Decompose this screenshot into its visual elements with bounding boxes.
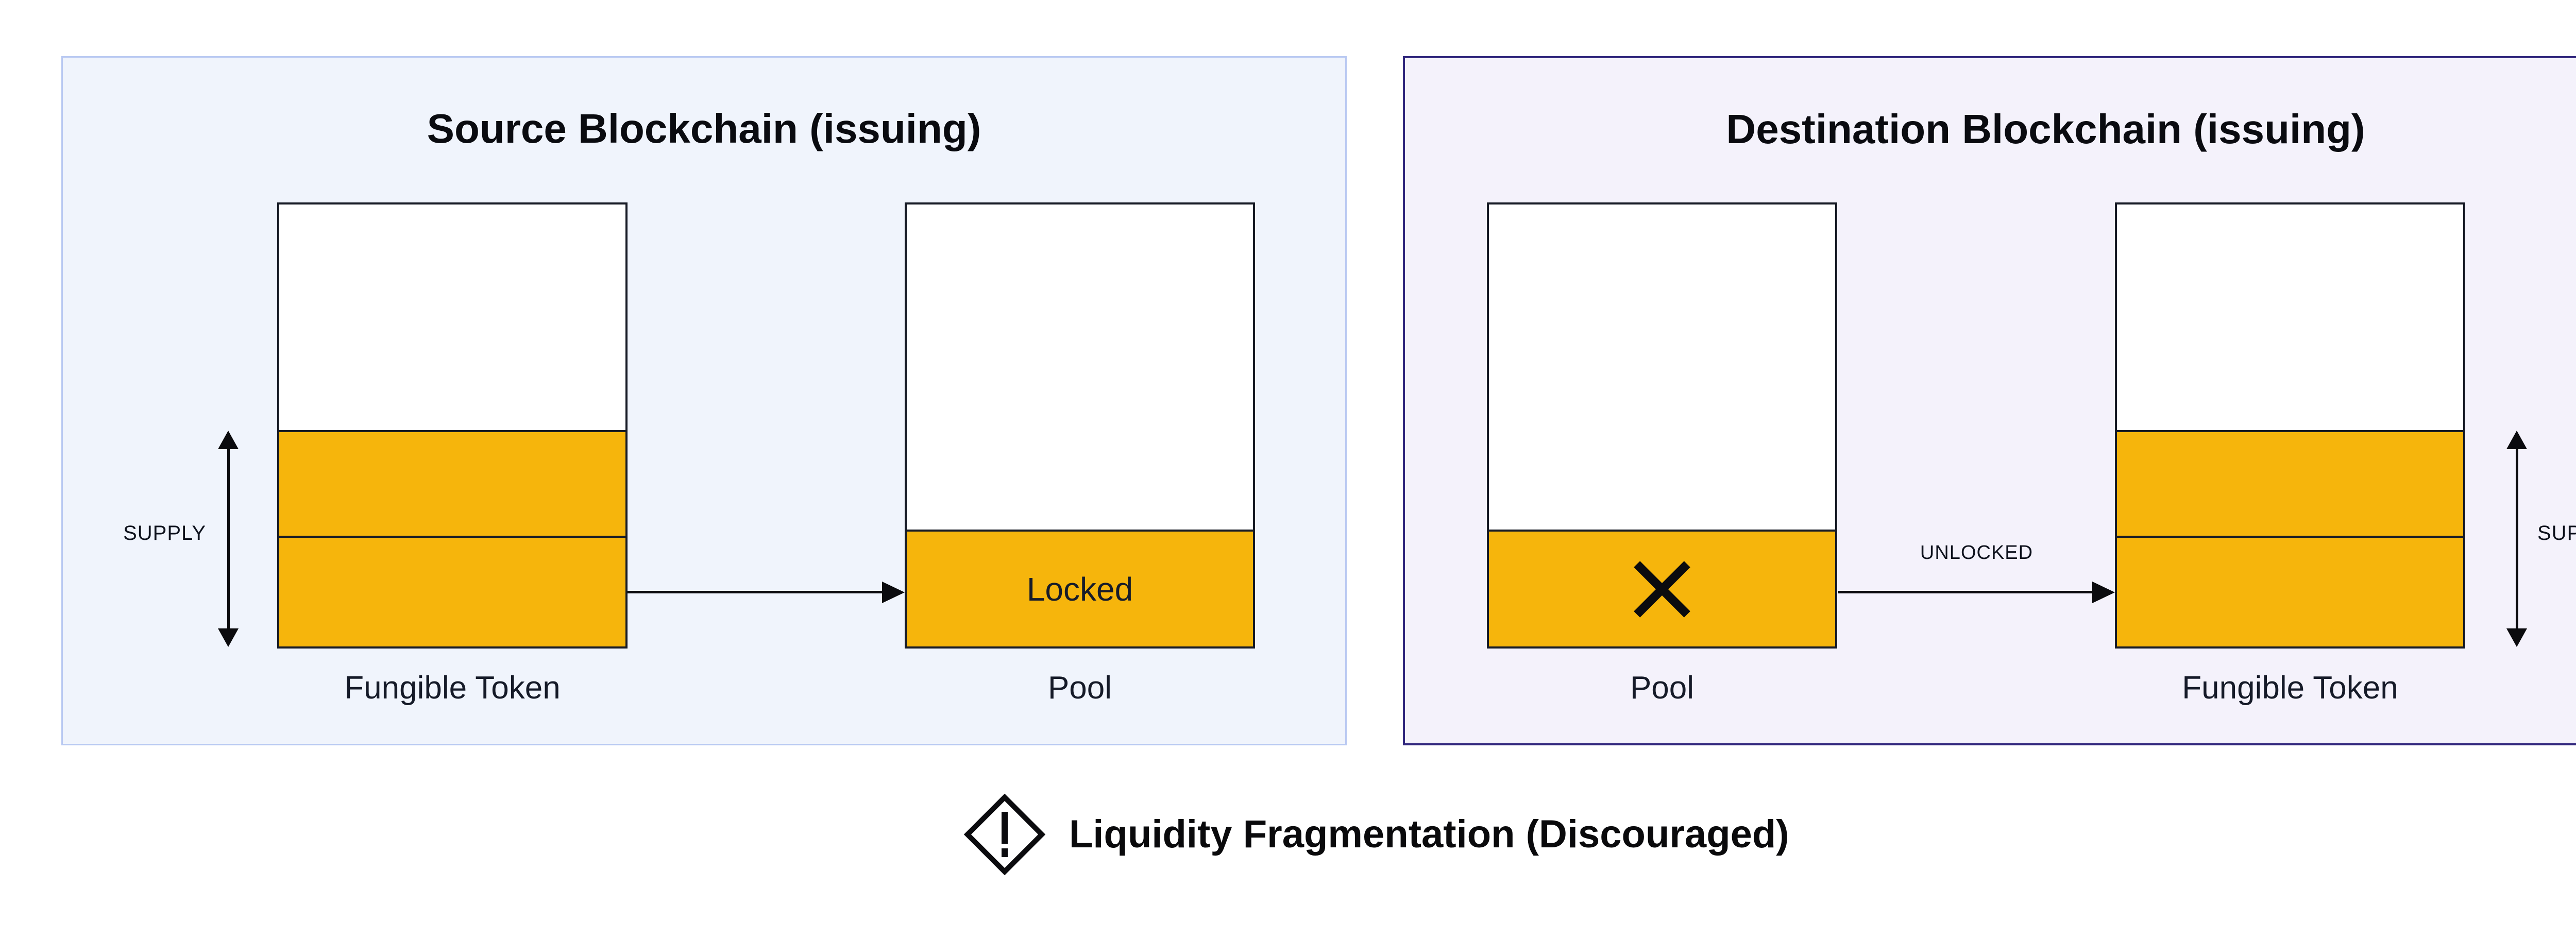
exclamation-icon (1002, 812, 1008, 857)
source-fungible-supply-upper-section (279, 430, 625, 536)
supply-range-arrow-line (227, 446, 230, 632)
flow-arrow-icon (2092, 582, 2115, 603)
locked-label: Locked (1026, 570, 1133, 608)
destination-fungible-supply-upper-section (2117, 430, 2463, 536)
destination-fungible-token-label: Fungible Token (2182, 670, 2398, 706)
destination-fungible-token-box (2115, 202, 2465, 649)
source-pool-box: Locked (905, 202, 1255, 649)
unlocked-label: UNLOCKED (1920, 542, 2033, 564)
destination-fungible-unminted-section (2117, 204, 2463, 430)
source-fungible-token-box (277, 202, 628, 649)
x-mark-icon (1635, 562, 1689, 616)
lock-flow-arrow-line (628, 591, 882, 593)
destination-supply-label: SUPPLY (2537, 522, 2576, 544)
flow-arrow-icon (882, 582, 905, 603)
supply-range-arrow-line (2516, 446, 2518, 632)
caption-text: Liquidity Fragmentation (Discouraged) (1069, 812, 1789, 856)
source-pool-locked-section: Locked (907, 530, 1253, 646)
source-fungible-unminted-section (279, 204, 625, 430)
destination-pool-box (1487, 202, 1837, 649)
source-pool-label: Pool (1047, 670, 1112, 706)
destination-pool-label: Pool (1630, 670, 1694, 706)
destination-pool-empty-section (1489, 204, 1835, 530)
supply-range-arrow-icon (2506, 628, 2527, 647)
source-fungible-token-label: Fungible Token (344, 670, 561, 706)
source-panel-title: Source Blockchain (issuing) (427, 106, 981, 151)
destination-pool-section (1489, 530, 1835, 646)
destination-panel-title: Destination Blockchain (issuing) (1726, 106, 2365, 152)
supply-range-arrow-icon (218, 628, 239, 647)
source-supply-label: SUPPLY (123, 522, 206, 544)
source-pool-empty-section (907, 204, 1253, 530)
source-fungible-supply-lower-section (279, 536, 625, 646)
destination-fungible-supply-lower-section (2117, 536, 2463, 646)
unlock-flow-arrow-line (1838, 591, 2092, 593)
